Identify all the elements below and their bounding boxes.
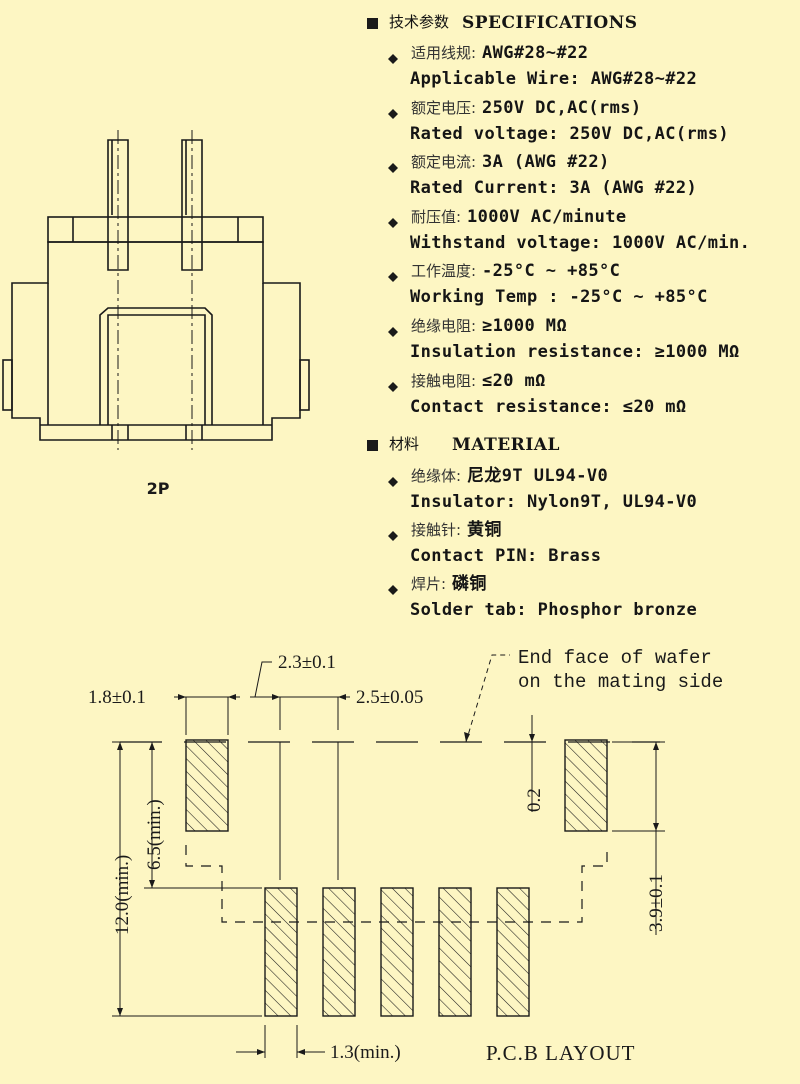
note-end-face: End face of wafer [518,647,712,669]
connector-pin-count-label: 2P [147,479,170,498]
spec-value-cn: -25°C ~ +85°C [482,261,621,282]
pin-left [107,139,129,271]
spec-line-en: Solder tab: Phosphor bronze [410,600,698,620]
material-heading-cn: 材料 [389,435,420,453]
pin-pad [264,887,298,1017]
spec-value-cn: 黄铜 [467,520,502,540]
spec-value-cn: 磷铜 [452,574,487,594]
spec-line-en: Working Temp : -25°C ~ +85°C [410,287,708,308]
pcb-layout [112,654,665,1058]
dim-total-length: 12.0(min.) [112,855,133,935]
spec-line-en: Contact PIN: Brass [410,546,602,566]
pin-pad [322,887,356,1017]
pin-right [181,139,203,271]
dim-tab-pitch: 2.3±0.1 [278,652,336,673]
diamond-bullet-icon [388,322,398,337]
spec-value-cn: 250V DC,AC(rms) [482,97,642,118]
solder-tab-left [185,739,229,832]
spec-label-cn: 适用线规: [411,44,477,62]
spec-value-cn: ≥1000 MΩ [482,316,568,336]
section-bullet-icon [367,18,378,29]
dim-tab-width: 1.8±0.1 [88,687,146,708]
diamond-bullet-icon [388,580,398,595]
spec-line-en: Rated voltage: 250V DC,AC(rms) [410,123,730,144]
spec-label-cn: 接触电阻: [411,371,477,390]
spec-line-en: Withstand voltage: 1000V AC/min. [410,232,751,253]
solder-tab-right [564,739,608,832]
diamond-bullet-icon [388,377,398,392]
spec-line-en: Rated Current: 3A (AWG #22) [410,178,698,199]
spec-line-en: Contact resistance: ≤20 mΩ [410,396,687,417]
dim-pin-pitch: 2.5±0.05 [356,687,423,708]
diamond-bullet-icon [388,213,398,228]
spec-label-cn: 接触针: [411,521,462,539]
connector-side-view [2,130,310,450]
spec-value-cn: 1000V AC/minute [467,206,627,227]
spec-label-cn: 工作温度: [411,262,477,281]
diamond-bullet-icon [388,472,398,487]
material-heading-en: MATERIAL [452,435,560,455]
spec-value-cn: ≤20 mΩ [482,370,546,391]
spec-heading-cn: 技术参数 [389,13,450,31]
spec-value-cn: 3A (AWG #22) [482,152,610,173]
spec-label-cn: 绝缘体: [411,467,462,485]
diamond-bullet-icon [388,526,398,541]
spec-line-en: Insulator: Nylon9T, UL94-V0 [410,492,698,512]
spec-label-cn: 耐压值: [411,207,462,226]
spec-line-en: Applicable Wire: AWG#28~#22 [410,69,698,89]
diamond-bullet-icon [388,104,398,119]
diamond-bullet-icon [388,49,398,64]
spec-label-cn: 额定电压: [411,98,477,117]
pin-pad [380,887,414,1017]
pcb-layout-title: P.C.B LAYOUT [486,1041,636,1065]
pin-pad [438,887,472,1017]
dim-offset: 0.2 [524,788,545,812]
dim-tab-length: 6.5(min.) [144,799,165,870]
spec-label-cn: 焊片: [411,575,447,593]
spec-value-cn: AWG#28~#22 [482,43,589,63]
spec-line-en: Insulation resistance: ≥1000 MΩ [410,342,740,362]
note-mating-side: on the mating side [518,671,723,693]
dim-tab-height: 3.9±0.1 [646,874,667,932]
pin-pad [496,887,530,1017]
dim-pin-width: 1.3(min.) [330,1042,401,1063]
section-bullet-icon [367,440,378,451]
spec-label-cn: 额定电流: [411,153,477,172]
spec-label-cn: 绝缘电阻: [411,317,477,335]
diamond-bullet-icon [388,158,398,174]
spec-heading-en: SPECIFICATIONS [462,13,638,33]
spec-value-cn: 尼龙9T UL94-V0 [467,466,609,486]
diamond-bullet-icon [388,267,398,283]
